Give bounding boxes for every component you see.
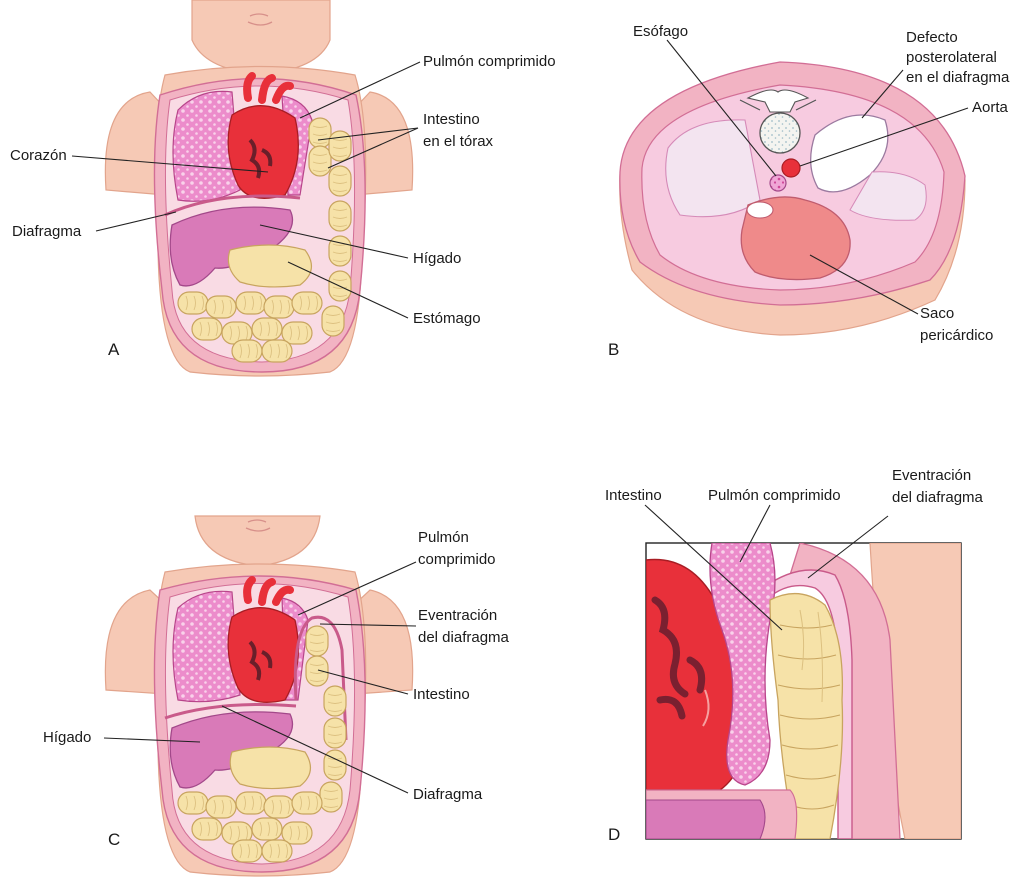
label-posterolateral-b: posterolateral [906, 49, 997, 66]
panel-letter-d: D [608, 825, 620, 844]
panel-c: Pulmón comprimido Eventración del diafra… [43, 516, 510, 876]
label-eventracion-d: Eventración [892, 467, 971, 484]
label-pulmon-comprimido-d: Pulmón comprimido [708, 487, 841, 504]
label-diafragma-a: Diafragma [12, 223, 82, 240]
label-diafragma-c: Diafragma [413, 786, 483, 803]
label-esofago-b: Esófago [633, 23, 688, 40]
stomach-a [228, 245, 311, 287]
label-higado-a: Hígado [413, 250, 461, 267]
label-higado-c: Hígado [43, 729, 91, 746]
label-aorta-b: Aorta [972, 99, 1009, 116]
label-defecto-b: Defecto [906, 29, 958, 46]
label-estomago-a: Estómago [413, 310, 481, 327]
label-del-diafragma-c: del diafragma [418, 629, 510, 646]
label-intestino-torax-a: en el tórax [423, 133, 494, 150]
label-corazon-a: Corazón [10, 147, 67, 164]
stomach-c [230, 747, 310, 789]
panel-a: Pulmón comprimido Intestino en el tórax … [10, 0, 556, 376]
aorta-b [782, 159, 800, 177]
label-del-diafragma-d: del diafragma [892, 489, 984, 506]
panel-letter-b: B [608, 340, 619, 359]
esophagus-b [770, 175, 786, 191]
label-intestino-d: Intestino [605, 487, 662, 504]
label-intestino-c: Intestino [413, 686, 470, 703]
panel-d: Intestino Pulmón comprimido Eventración … [605, 467, 984, 844]
label-intestino-a: Intestino [423, 111, 480, 128]
label-saco-b: Saco [920, 305, 954, 322]
label-eventracion-c: Eventración [418, 607, 497, 624]
label-pulmon-comprimido-a: Pulmón comprimido [423, 53, 556, 70]
label-pericardico-b: pericárdico [920, 327, 993, 344]
panel-b: Esófago Defecto posterolateral en el dia… [608, 23, 1010, 359]
panel-letter-c: C [108, 830, 120, 849]
label-comprimido-c: comprimido [418, 551, 496, 568]
label-en-el-diafragma-b: en el diafragma [906, 69, 1010, 86]
panel-letter-a: A [108, 340, 120, 359]
label-pulmon-c: Pulmón [418, 529, 469, 546]
